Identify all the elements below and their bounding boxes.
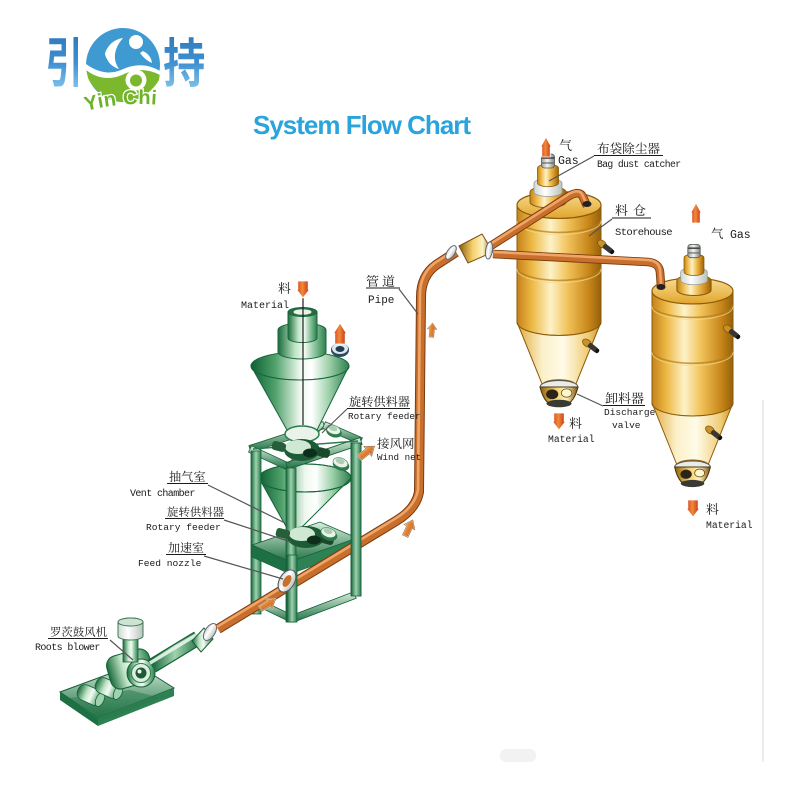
svg-text:Rotary feeder: Rotary feeder	[146, 522, 221, 533]
svg-text:Gas: Gas	[730, 229, 751, 242]
svg-text:Discharge: Discharge	[604, 407, 656, 418]
svg-text:Roots blower: Roots blower	[35, 642, 100, 654]
svg-text:Rotary feeder: Rotary feeder	[348, 411, 421, 422]
svg-text:Vent chamber: Vent chamber	[130, 488, 195, 500]
svg-text:System Flow Chart: System Flow Chart	[253, 110, 471, 140]
svg-text:Gas: Gas	[558, 155, 579, 168]
svg-text:Bag dust catcher: Bag dust catcher	[597, 159, 680, 170]
svg-text:Pipe: Pipe	[368, 295, 394, 307]
svg-text:Material: Material	[548, 434, 595, 445]
svg-text:valve: valve	[612, 420, 641, 431]
svg-text:Feed nozzle: Feed nozzle	[138, 558, 202, 569]
svg-text:Wind net: Wind net	[377, 452, 421, 463]
svg-text:Material: Material	[241, 300, 289, 312]
svg-text:Storehouse: Storehouse	[615, 227, 672, 239]
svg-text:Material: Material	[706, 520, 753, 531]
